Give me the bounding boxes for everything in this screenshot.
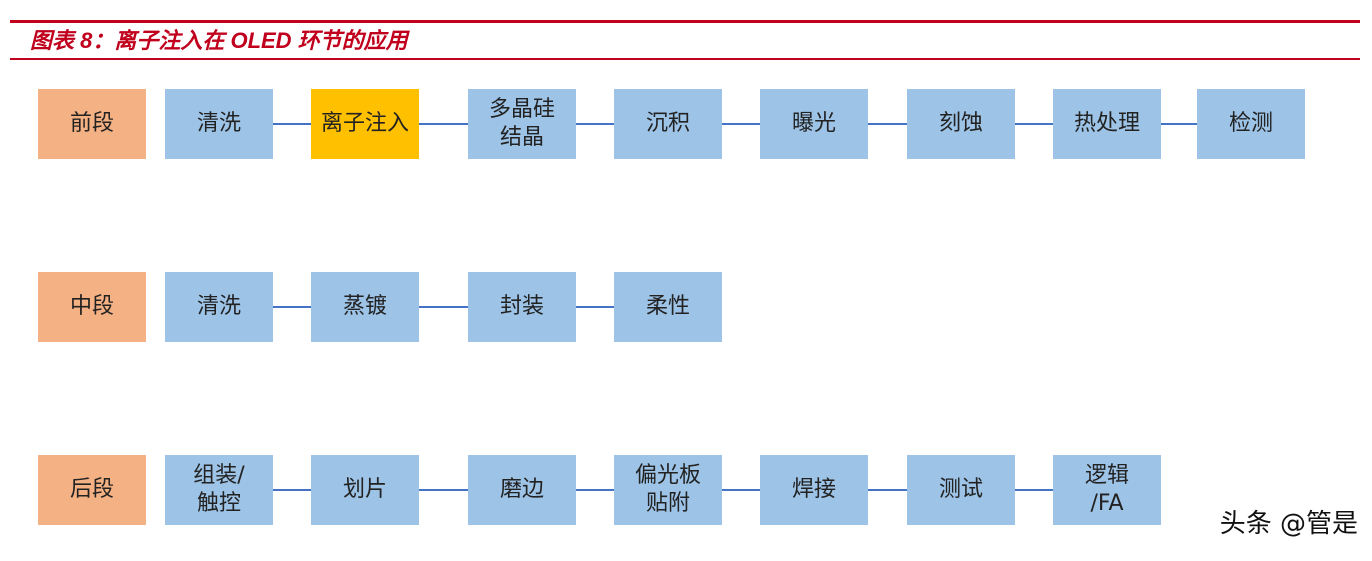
- figure-title: 图表 8：离子注入在 OLED 环节的应用: [30, 28, 408, 53]
- flow-connector: [419, 306, 468, 308]
- flow-connector: [576, 489, 614, 491]
- flow-connector: [722, 489, 760, 491]
- process-step: 检测: [1197, 89, 1305, 159]
- process-step: 封装: [468, 272, 576, 342]
- flow-connector: [1015, 123, 1053, 125]
- process-step: 组装/ 触控: [165, 455, 273, 525]
- process-step: 沉积: [614, 89, 722, 159]
- title-bottom-rule: [10, 58, 1360, 60]
- process-step: 逻辑 /FA: [1053, 455, 1161, 525]
- stage-label: 中段: [38, 272, 146, 342]
- flow-connector: [576, 306, 614, 308]
- process-step: 柔性: [614, 272, 722, 342]
- flow-connector: [868, 123, 907, 125]
- process-step: 清洗: [165, 89, 273, 159]
- process-step: 焊接: [760, 455, 868, 525]
- flow-connector: [273, 123, 311, 125]
- flow-connector: [868, 489, 907, 491]
- flow-connector: [419, 489, 468, 491]
- process-step: 测试: [907, 455, 1015, 525]
- flow-connector: [1161, 123, 1197, 125]
- process-step: 蒸镀: [311, 272, 419, 342]
- process-step: 曝光: [760, 89, 868, 159]
- flow-connector: [273, 306, 311, 308]
- stage-label: 后段: [38, 455, 146, 525]
- process-step: 热处理: [1053, 89, 1161, 159]
- flow-connector: [1015, 489, 1053, 491]
- process-step: 偏光板 贴附: [614, 455, 722, 525]
- process-step: 多晶硅 结晶: [468, 89, 576, 159]
- flow-connector: [576, 123, 614, 125]
- title-top-rule: [10, 20, 1360, 23]
- process-step: 划片: [311, 455, 419, 525]
- process-step: 清洗: [165, 272, 273, 342]
- stage-label: 前段: [38, 89, 146, 159]
- flow-connector: [419, 123, 468, 125]
- watermark: 头条 @管是: [1219, 509, 1358, 539]
- process-step: 刻蚀: [907, 89, 1015, 159]
- flow-connector: [273, 489, 311, 491]
- process-step: 磨边: [468, 455, 576, 525]
- flow-connector: [722, 123, 760, 125]
- highlighted-process-step: 离子注入: [311, 89, 419, 159]
